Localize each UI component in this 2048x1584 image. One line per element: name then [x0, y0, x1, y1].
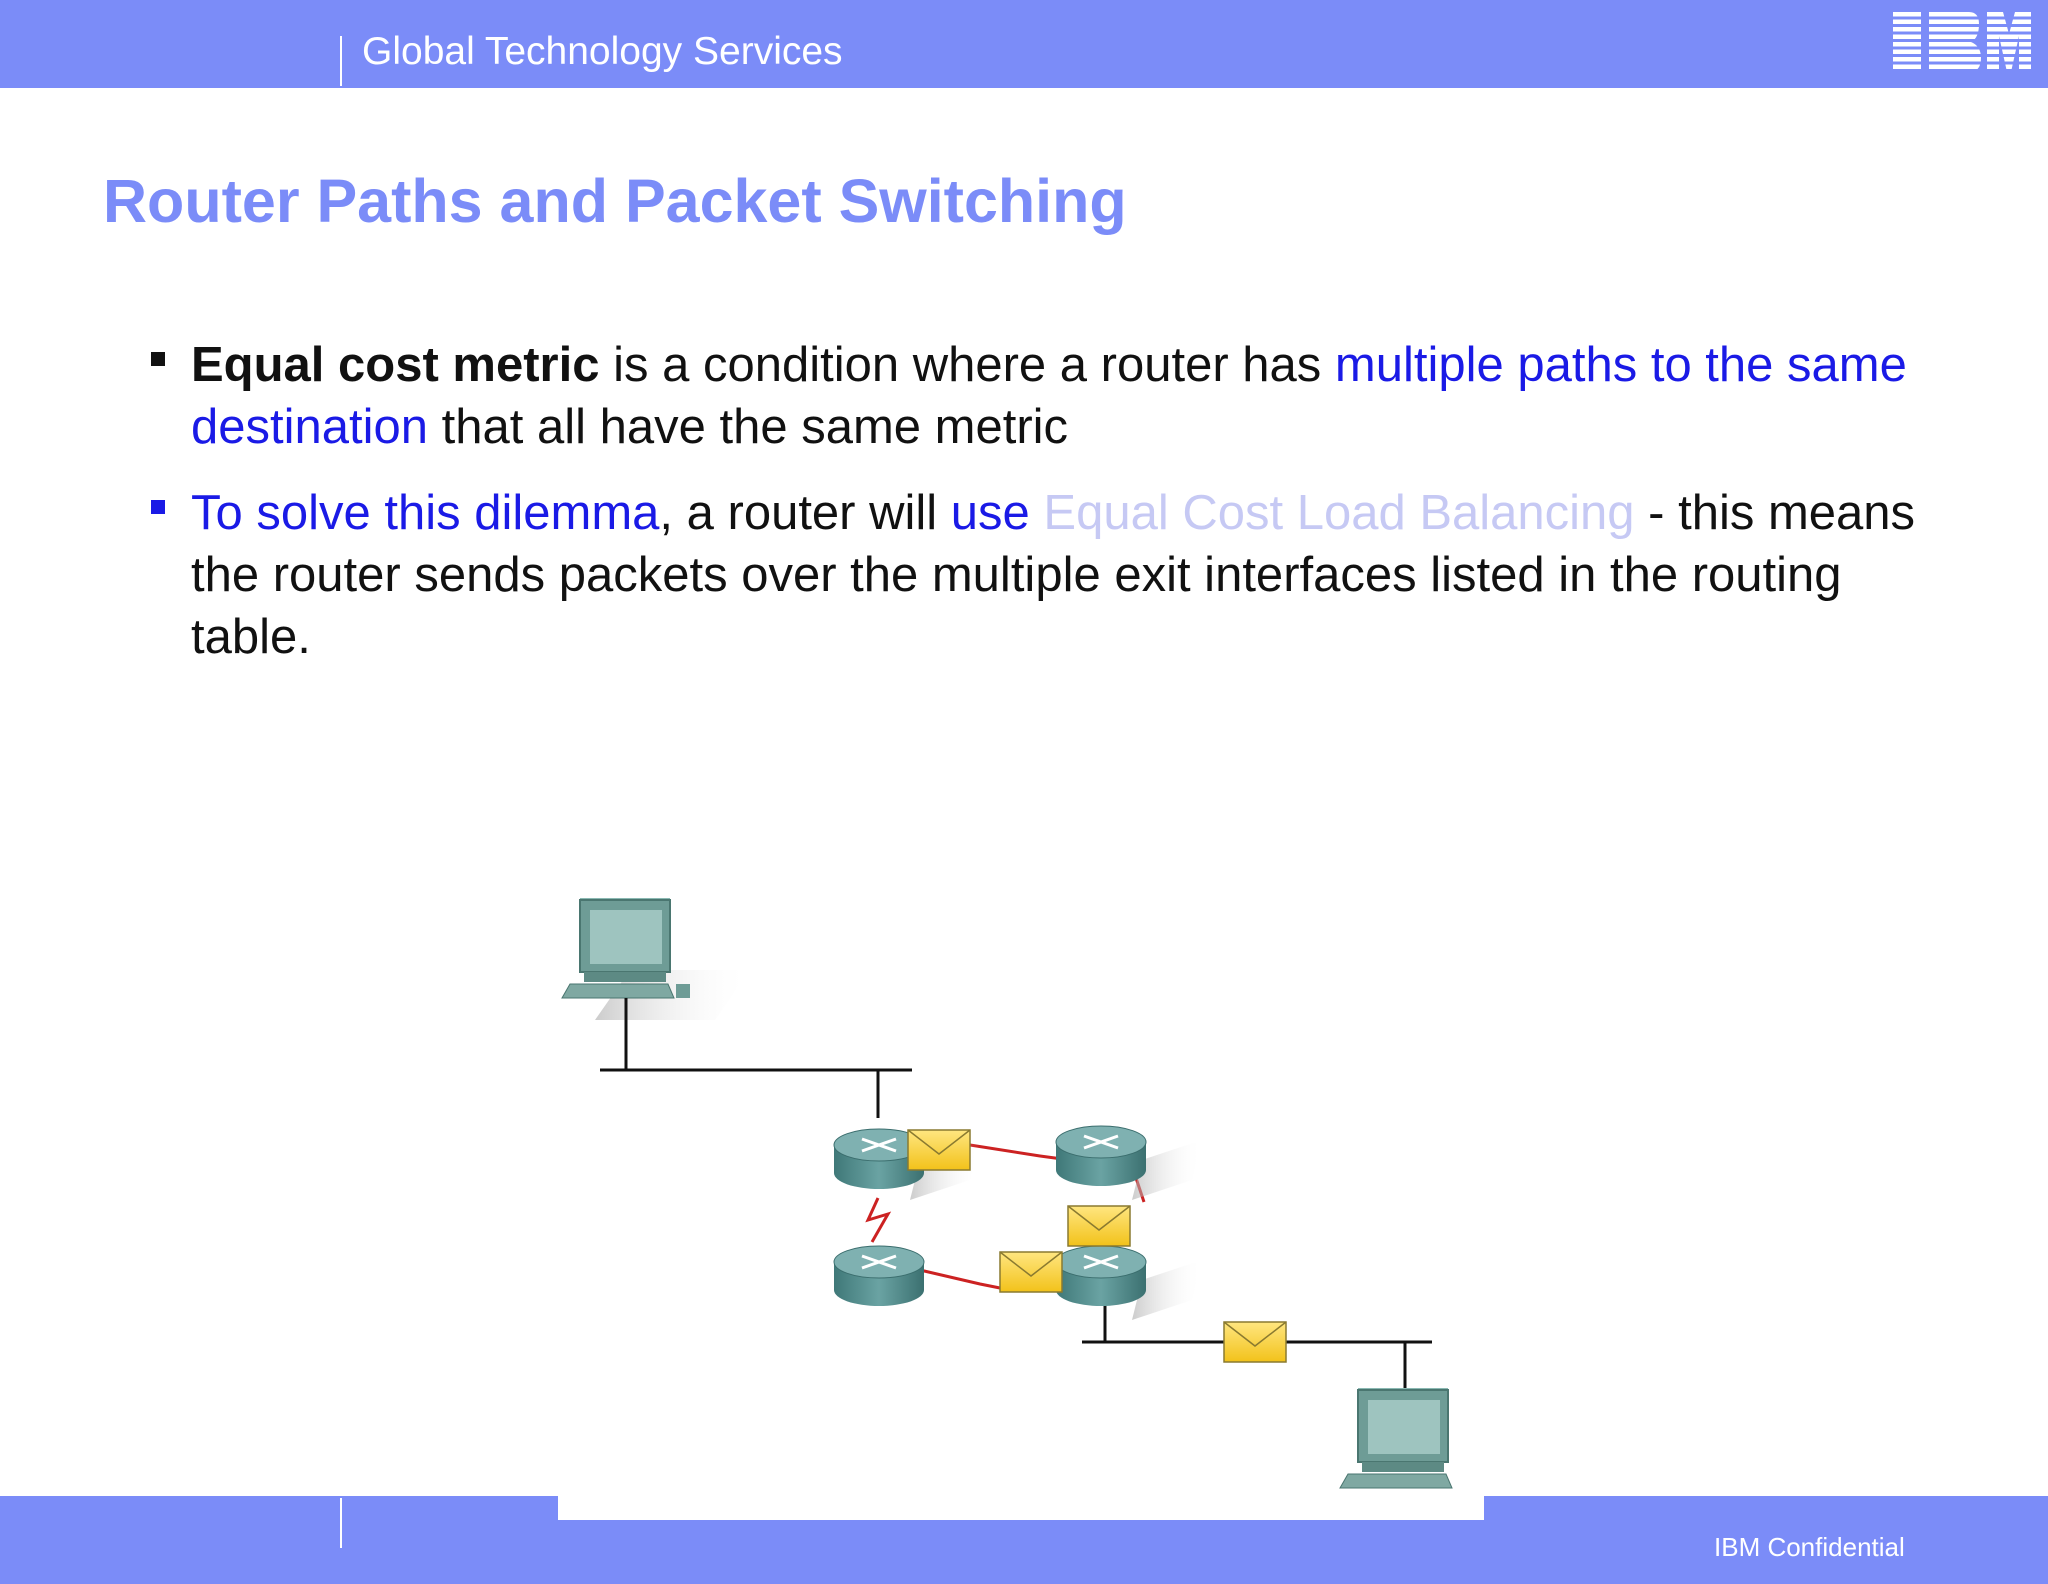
ibm-logo	[1893, 12, 2031, 72]
header-bar: Global Technology Services	[0, 0, 2048, 88]
slide-title: Router Paths and Packet Switching	[103, 167, 1127, 235]
bullet-text: - this means the router sends packets ov…	[191, 486, 1916, 664]
highlighted-text: use	[950, 486, 1030, 540]
service-name: Global Technology Services	[362, 30, 843, 73]
envelope-icon	[1223, 1321, 1287, 1363]
router-icon	[1055, 1245, 1202, 1320]
bullet-list: Equal cost metric is a condition where a…	[148, 334, 1948, 668]
bold-term: Equal cost metric	[191, 338, 600, 392]
highlighted-text: To solve this dilemma	[191, 486, 660, 540]
computer-icon	[1339, 1388, 1453, 1489]
highlighted-text: multiple paths to the same destination	[191, 338, 1907, 454]
router-icon	[1055, 1125, 1202, 1200]
faded-term: Equal Cost Load Balancing	[1043, 486, 1635, 540]
network-diagram	[561, 898, 1453, 1489]
bullet-item-equal-cost: Equal cost metric is a condition where a…	[148, 334, 1948, 458]
bullet-marker	[151, 500, 165, 514]
router-icon	[833, 1245, 925, 1306]
envelope-icon	[907, 1129, 971, 1171]
bullet-text: , a router will	[659, 486, 951, 540]
bullet-item-load-balancing: To solve this dilemma, a router will use…	[148, 482, 1948, 668]
computer-icon	[561, 898, 750, 1020]
header-divider	[340, 36, 342, 86]
envelope-icon	[1067, 1205, 1131, 1247]
bullet-text: is a condition where a router has	[599, 338, 1335, 392]
diagram-backdrop	[558, 1496, 1484, 1520]
confidential-label: IBM Confidential	[1714, 1532, 1905, 1562]
envelope-icon	[999, 1251, 1063, 1293]
footer-divider	[340, 1498, 342, 1548]
bullet-text: that all have the same metric	[428, 400, 1069, 454]
bullet-marker	[151, 352, 165, 366]
footer-bar: IBM Confidential	[0, 1496, 2048, 1584]
